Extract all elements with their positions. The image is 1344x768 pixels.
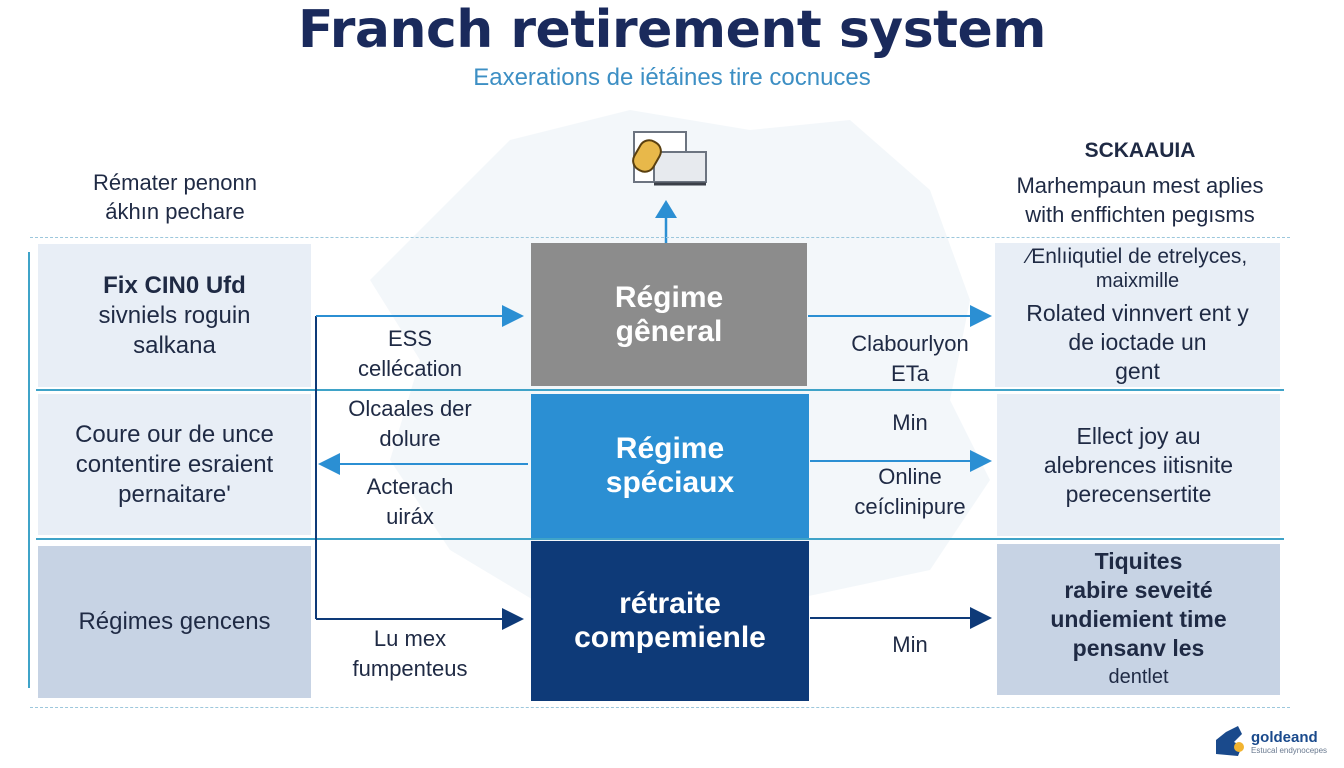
- center-box-3-line2: compemienle: [574, 621, 766, 654]
- left-header-line2: ákhın pechare: [105, 199, 245, 224]
- mid-right-label-3-line2: ceíclinipure: [854, 494, 966, 519]
- arrowhead-left-to-retraite: [502, 608, 524, 630]
- mid-left-label-4: Lu mex fumpenteus: [325, 624, 495, 684]
- left-box-2-line3: pernaitare': [118, 480, 231, 508]
- right-header-title: SCKAAUIA: [1084, 139, 1196, 162]
- page-title: Franch retirement system: [298, 0, 1046, 60]
- center-box-regime-general: Régime gêneral: [531, 243, 807, 386]
- frame-top-dash: [30, 237, 1290, 238]
- center-box-2-line2: spéciaux: [605, 466, 735, 499]
- mid-left-label-2-line2: dolure: [379, 426, 441, 451]
- right-box-3-line1: Tiquites: [1094, 548, 1183, 574]
- document-icon: [632, 131, 707, 186]
- mid-left-label-2-line1: Olcaales der: [348, 396, 472, 421]
- right-box-2-line3: perecensertite: [1065, 480, 1212, 507]
- right-box-1-line3: Rolated vinnvert ent y: [1026, 299, 1249, 326]
- mid-right-label-1: Clabourlyon ETa: [830, 329, 990, 389]
- left-box-2: Coure our de unce contentire esraient pe…: [38, 394, 311, 535]
- page-subtitle: Eaxerations de iétáines tire cocnuces: [473, 64, 871, 91]
- arrowhead-retraite-to-right: [970, 607, 992, 629]
- mid-left-label-1-line2: cellécation: [358, 356, 462, 381]
- right-box-3: Tiquites rabire seveité undiemient time …: [997, 544, 1280, 695]
- center-box-retraite: rétraite compemienle: [531, 541, 809, 701]
- brand-logo-name: goldeand: [1251, 729, 1318, 746]
- left-box-1-line2: sivniels roguin: [98, 301, 251, 329]
- center-box-1-line2: gêneral: [615, 314, 723, 348]
- mid-left-label-2: Olcaales der dolure: [330, 394, 490, 454]
- right-box-1: ⁄Enlıiqutiel de etrelyces, maixmille Rol…: [995, 243, 1280, 387]
- center-box-2-line1: Régime: [615, 432, 725, 465]
- right-header: SCKAAUIA Marhempaun mest aplies with enf…: [980, 136, 1300, 229]
- right-box-1-line1: ⁄Enlıiqutiel de etrelyces,: [1027, 244, 1248, 268]
- right-box-2: Ellect joy au alebrences iitisnite perec…: [997, 394, 1280, 536]
- mid-left-label-3: Acterach uiráx: [330, 472, 490, 532]
- right-box-3-line4: pensanv les: [1072, 635, 1205, 661]
- row-divider-1: [36, 389, 1284, 391]
- mid-right-label-4-line1: Min: [892, 632, 928, 657]
- mid-right-label-1-line1: Clabourlyon: [851, 331, 969, 356]
- center-box-1-line1: Régime: [614, 280, 724, 314]
- left-box-1-line1: Fix CIN0 Ufd: [103, 271, 246, 299]
- left-box-1: Fix CIN0 Ufd sivniels roguin salkana: [38, 244, 311, 387]
- right-box-3-line3: undiemient time: [1050, 606, 1227, 632]
- frame-bottom-dash: [30, 707, 1290, 708]
- brand-logo: goldeand Estucal endynocepes: [1212, 722, 1340, 762]
- right-box-3-line5: dentlet: [1108, 666, 1169, 688]
- mid-right-label-4: Min: [830, 630, 990, 660]
- mid-left-label-3-line2: uiráx: [386, 504, 434, 529]
- row-divider-2: [36, 538, 1284, 540]
- brand-logo-tagline: Estucal endynocepes: [1251, 746, 1328, 755]
- left-box-3: Régimes gencens: [38, 546, 311, 698]
- mid-right-label-2-line1: Min: [892, 410, 928, 435]
- center-box-regime-speciaux: Régime spéciaux: [531, 394, 809, 538]
- left-header-line1: Rémater penonn: [93, 170, 257, 195]
- mid-right-label-2: Min: [830, 408, 990, 438]
- right-box-2-line2: alebrences iitisnite: [1043, 451, 1234, 478]
- left-box-2-line1: Coure our de unce: [75, 420, 274, 448]
- right-header-line1: Marhempaun mest aplies: [1016, 173, 1264, 198]
- mid-left-label-1: ESS cellécation: [330, 324, 490, 384]
- arrowhead-left-to-general: [502, 305, 524, 327]
- right-box-1-line4: de ioctade un: [1068, 328, 1207, 355]
- mid-right-label-3: Online ceíclinipure: [830, 462, 990, 522]
- right-box-1-line2: maixmille: [1095, 269, 1180, 292]
- mid-left-label-4-line1: Lu mex: [373, 626, 447, 651]
- left-box-2-line2: contentire esraient: [75, 450, 274, 478]
- mid-left-label-1-line1: ESS: [387, 326, 433, 351]
- mid-left-label-4-line2: fumpenteus: [352, 656, 468, 681]
- brand-logo-icon: [1216, 726, 1244, 756]
- mid-right-label-3-line1: Online: [878, 464, 942, 489]
- mid-right-label-1-line2: ETa: [891, 361, 929, 386]
- left-box-1-line3: salkana: [133, 331, 216, 359]
- right-box-3-line2: rabire seveité: [1064, 577, 1213, 603]
- arrowhead-general-to-right: [970, 305, 992, 327]
- right-box-2-line1: Ellect joy au: [1076, 422, 1201, 449]
- right-box-1-line5: gent: [1115, 357, 1160, 384]
- right-header-line2: with enffichten pegısms: [1025, 202, 1255, 227]
- center-box-3-line1: rétraite: [619, 587, 721, 620]
- left-frame-line: [28, 252, 30, 688]
- left-box-3-line1: Régimes gencens: [78, 608, 271, 635]
- up-arrow: [655, 200, 677, 246]
- left-header: Rémater penonn ákhın pechare: [60, 168, 290, 226]
- mid-left-label-3-line1: Acterach: [366, 474, 454, 499]
